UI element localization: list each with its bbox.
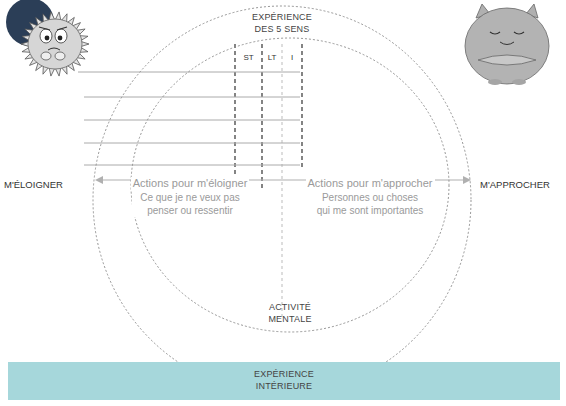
column-label-box: LT [263,46,281,64]
quadrant-note: Personnes ou choses qui me sont importan… [313,192,428,217]
quadrant-note-box: Ce que je ne veux pas penser ou ressenti… [130,192,250,218]
arrow-label: Actions pour m'approcher [306,177,435,191]
arrow-head [95,176,103,184]
side-label-box: M'APPROCHER [480,174,564,192]
i-line [301,44,302,170]
mouth [48,48,60,50]
quadrant-note: Ce que je ne veux pas penser ou ressenti… [132,192,248,217]
spikes [21,12,89,76]
hand [41,52,51,60]
pupil [45,36,50,41]
pupil [58,36,63,41]
calm-creature [465,4,549,85]
node-title-box: ACTIVITÉ MENTALE [130,302,450,326]
hook-line [84,120,300,121]
quadrant-note-box: Personnes ou choses qui me sont importan… [310,192,430,218]
side-label: M'ÉLOIGNER [4,179,63,191]
worried-creature [6,0,89,76]
hand [55,52,65,60]
arrow-label-box: Actions pour m'éloigner [115,173,265,191]
arrow-head [463,176,471,184]
lt-line [261,44,262,190]
column-label: I [291,53,293,63]
column-label: LT [268,53,277,63]
st-line [234,44,235,190]
eyebrows [39,27,67,30]
foot [512,79,526,85]
folded-arms [478,55,536,65]
eye [40,29,52,43]
spike-outline [21,12,89,76]
foot [488,79,502,85]
arrow-label-box: Actions pour m'approcher [295,173,445,191]
smile [500,42,514,45]
dashed-circle [131,38,449,332]
arrow-label: Actions pour m'éloigner [131,177,250,191]
region-title: EXPÉRIENCE INTÉRIEURE [244,369,324,392]
column-label: ST [243,53,253,63]
dashed-circle [93,6,471,394]
column-label-box: ST [236,46,261,64]
body [28,19,82,69]
hook-line [84,165,300,166]
node-title-box: EXPÉRIENCE DES 5 SENS [92,12,472,36]
side-label-box: M'ÉLOIGNER [4,174,90,192]
node-title-box: EXPÉRIENCE INTÉRIEURE [8,362,560,400]
region-title: EXPÉRIENCE DES 5 SENS [244,12,320,35]
column-label-box: I [283,46,301,64]
inner-band: EXPÉRIENCE INTÉRIEURE [8,362,560,400]
eye [55,29,67,43]
hook-line [84,143,300,144]
hook-line [84,97,300,98]
body [465,8,549,84]
region-title: ACTIVITÉ MENTALE [257,302,323,325]
closed-eyes [490,32,524,34]
hook-lines [78,72,300,165]
center-line [282,44,283,318]
side-label: M'APPROCHER [480,179,550,191]
